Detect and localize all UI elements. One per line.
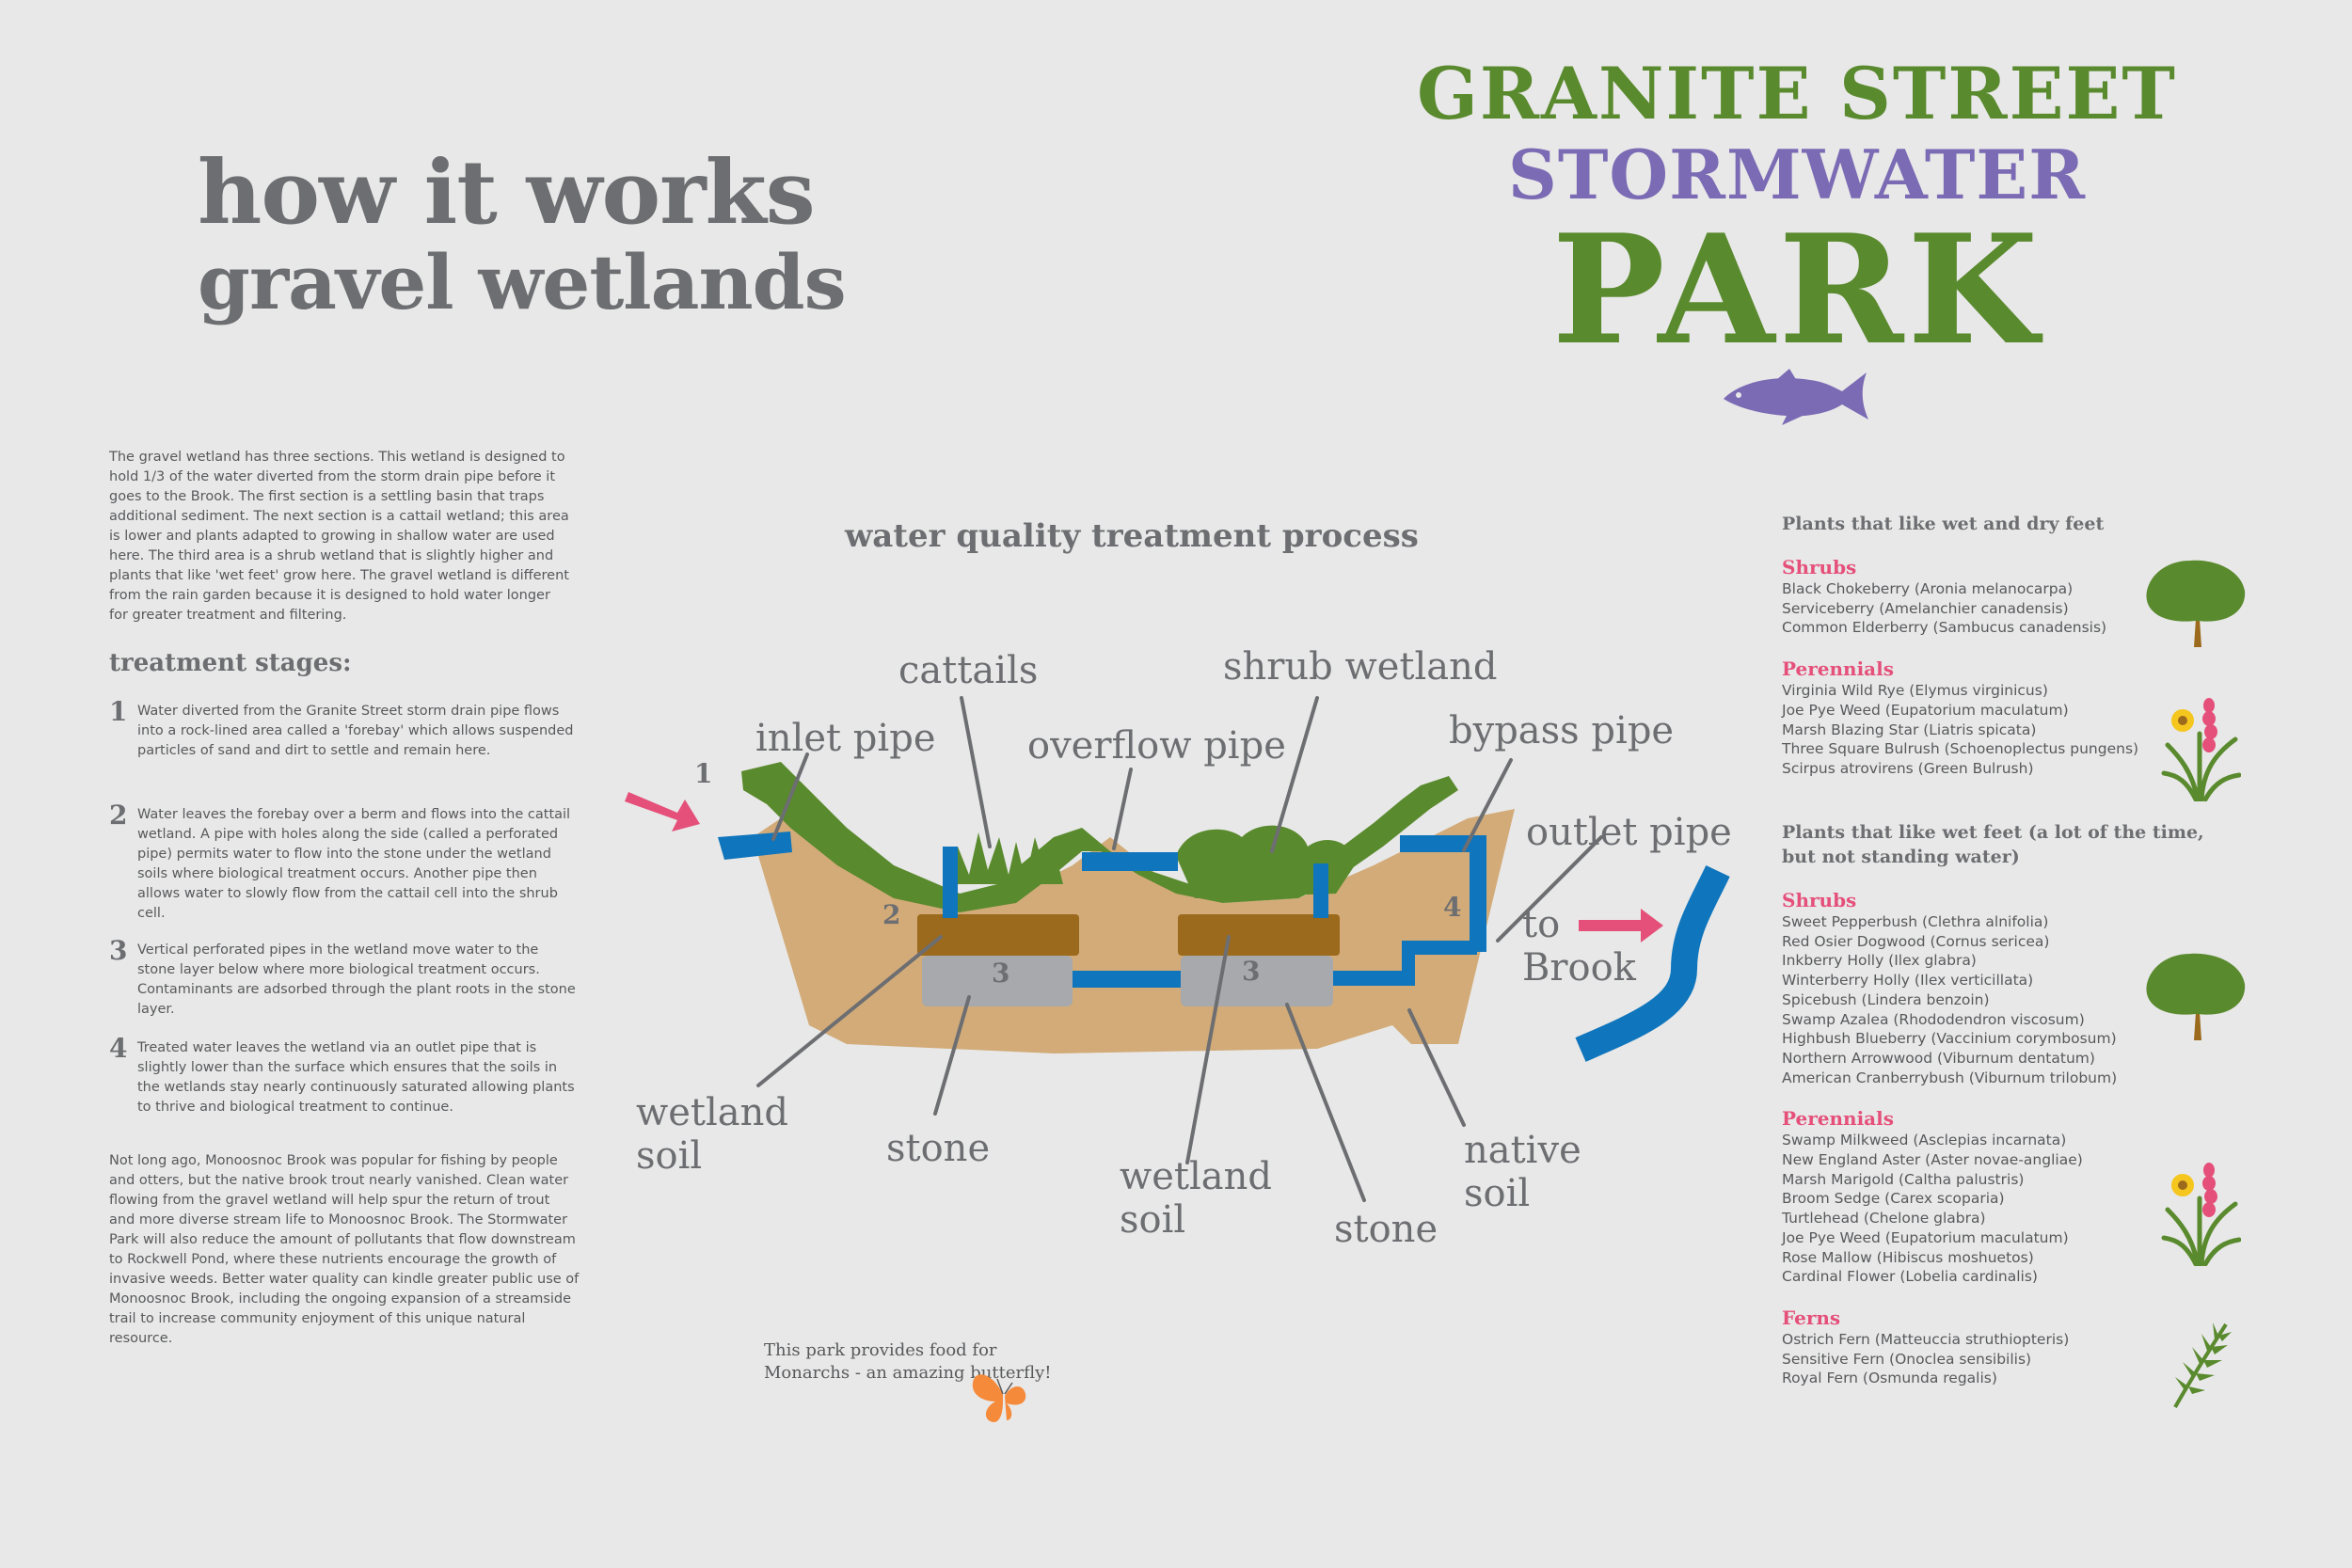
stone-cell-1: [922, 956, 1073, 1006]
plant-item: Marsh Blazing Star (Liatris spicata): [1782, 721, 2037, 738]
plants-wet-section: Plants that like wet feet (a lot of the …: [1782, 820, 2224, 1388]
diagram-number-3a: 3: [992, 958, 1010, 989]
plant-group-shrubs-wet: Shrubs Sweet Pepperbush (Clethra alnifol…: [1782, 888, 2224, 1087]
vertical-pipe-1: [943, 847, 958, 918]
plants-wet-dry-heading: Plants that like wet and dry feet: [1782, 514, 2105, 534]
stage-text: Treated water leaves the wetland via an …: [137, 1040, 575, 1115]
stage-text: Water diverted from the Granite Street s…: [137, 704, 574, 758]
label-outlet-pipe: outlet pipe: [1526, 811, 1732, 854]
plant-item: Winterberry Holly (Ilex verticillata): [1782, 972, 2034, 990]
plant-group-ferns-wet: Ferns Ostrich Fern (Matteuccia struthiop…: [1782, 1306, 2224, 1388]
inflow-arrow: [625, 792, 700, 832]
heading-gravel-wetlands: gravel wetlands: [198, 238, 847, 326]
title-granite-street: GRANITE STREET: [1416, 52, 2177, 135]
label-bypass-pipe: bypass pipe: [1449, 709, 1675, 752]
plant-group-perennials-dry: Perennials Virginia Wild Rye (Elymus vir…: [1782, 657, 2271, 779]
plant-item: Rose Mallow (Hibiscus moshuetos): [1782, 1248, 2034, 1266]
heading-how-it-works: how it works: [198, 141, 816, 245]
flower-icon: [2161, 1163, 2241, 1266]
cattail-cluster: [950, 832, 1063, 884]
trout-icon: [1724, 369, 1868, 425]
to-brook-arrow: [1579, 909, 1663, 942]
plant-item: Broom Sedge (Carex scoparia): [1782, 1190, 2005, 1208]
diagram-number-1: 1: [694, 758, 713, 789]
butterfly-icon: [972, 1374, 1026, 1422]
label-to-brook: to Brook: [1522, 903, 1636, 990]
plants-wet-dry-section: Plants that like wet and dry feet Shrubs…: [1782, 512, 2271, 779]
diagram-number-2: 2: [882, 899, 901, 930]
shrub-cluster: [1176, 825, 1355, 898]
plant-category: Perennials: [1782, 1107, 1894, 1131]
shrub-icon: [2146, 953, 2246, 1040]
stage-text: Vertical perforated pipes in the wetland…: [137, 942, 576, 1017]
plant-item: Royal Fern (Osmunda regalis): [1782, 1370, 1997, 1387]
leader-lines: [756, 696, 1603, 1202]
plant-item: Three Square Bulrush (Schoenoplectus pun…: [1782, 740, 2139, 758]
plant-item: Sensitive Fern (Onoclea sensibilis): [1782, 1350, 2032, 1368]
wetland-soil-cell-1: [917, 914, 1079, 956]
flower-icon: [2161, 698, 2241, 801]
treatment-stages-heading: treatment stages:: [109, 649, 352, 677]
outro-paragraph: Not long ago, Monoosnoc Brook was popula…: [109, 1153, 580, 1346]
connector-pipe: [1073, 971, 1181, 988]
stage-number: 2: [109, 800, 128, 831]
plant-item: Swamp Milkweed (Asclepias incarnata): [1782, 1132, 2067, 1149]
plant-category: Ferns: [1782, 1306, 1841, 1329]
label-wetland-soil-1: wetland soil: [636, 1091, 788, 1178]
plant-item: Virginia Wild Rye (Elymus virginicus): [1782, 682, 2048, 700]
plant-group-shrubs-dry: Shrubs Black Chokeberry (Aronia melanoca…: [1782, 555, 2271, 638]
stage-number: 1: [109, 696, 128, 727]
stage-number: 3: [109, 935, 128, 966]
label-native-soil: native soil: [1464, 1129, 1581, 1215]
plant-item: Swamp Azalea (Rhododendron viscosum): [1782, 1010, 2085, 1028]
plant-item: American Cranberrybush (Viburnum trilobu…: [1782, 1069, 2118, 1086]
label-cattails: cattails: [898, 649, 1039, 692]
plant-item: Inkberry Holly (Ilex glabra): [1782, 952, 1977, 970]
stage-text: Water leaves the forebay over a berm and…: [137, 807, 571, 921]
plant-item: Sweet Pepperbush (Clethra alnifolia): [1782, 913, 2049, 930]
plant-item: Spicebush (Lindera benzoin): [1782, 990, 1990, 1008]
vertical-pipe-2: [1313, 863, 1328, 918]
plants-wet-heading: Plants that like wet feet (a lot of the …: [1782, 822, 2204, 867]
shrub-icon: [2146, 560, 2246, 647]
plant-group-perennials-wet: Perennials Swamp Milkweed (Asclepias inc…: [1782, 1106, 2224, 1287]
label-stone-1: stone: [886, 1127, 991, 1170]
plant-category: Shrubs: [1782, 556, 1857, 578]
plant-item: Northern Arrowwood (Viburnum dentatum): [1782, 1049, 2095, 1067]
plant-item: Joe Pye Weed (Eupatorium maculatum): [1782, 701, 2069, 719]
stage-number: 4: [109, 1033, 128, 1064]
plant-item: Turtlehead (Chelone glabra): [1782, 1210, 1986, 1227]
plant-item: New England Aster (Aster novae-angliae): [1782, 1151, 2083, 1169]
plant-item: Black Chokeberry (Aronia melanocarpa): [1782, 580, 2074, 597]
label-shrub-wetland: shrub wetland: [1223, 645, 1498, 689]
label-overflow-pipe: overflow pipe: [1027, 724, 1286, 768]
title-park: PARK: [1551, 201, 2042, 378]
bypass-pipe: [1400, 835, 1486, 952]
plant-item: Ostrich Fern (Matteuccia struthiopteris): [1782, 1330, 2070, 1348]
plant-item: Joe Pye Weed (Eupatorium maculatum): [1782, 1228, 2069, 1246]
plant-category: Perennials: [1782, 657, 1894, 681]
diagram-heading: water quality treatment process: [845, 517, 1419, 555]
diagram-number-4: 4: [1443, 892, 1462, 923]
overflow-pipe: [1082, 852, 1178, 871]
plant-item: Cardinal Flower (Lobelia cardinalis): [1782, 1268, 2038, 1286]
wetland-soil-cell-2: [1178, 914, 1340, 956]
outlet-pipe: [1333, 941, 1477, 986]
label-wetland-soil-2: wetland soil: [1120, 1155, 1272, 1242]
plant-item: Highbush Blueberry (Vaccinium corymbosum…: [1782, 1030, 2117, 1048]
diagram-number-3b: 3: [1242, 956, 1261, 987]
label-inlet-pipe: inlet pipe: [755, 717, 936, 760]
plant-item: Scirpus atrovirens (Green Bulrush): [1782, 759, 2034, 777]
plant-item: Marsh Marigold (Caltha palustris): [1782, 1170, 2025, 1188]
fern-icon: [2173, 1323, 2232, 1408]
plant-item: Red Osier Dogwood (Cornus sericea): [1782, 932, 2050, 950]
title-stormwater: STORMWATER: [1507, 135, 2087, 214]
intro-paragraph: The gravel wetland has three sections. T…: [109, 450, 569, 623]
plant-item: Serviceberry (Amelanchier canadensis): [1782, 599, 2069, 617]
plant-category: Shrubs: [1782, 889, 1857, 911]
plant-item: Common Elderberry (Sambucus canadensis): [1782, 619, 2107, 637]
brook-stream: [1575, 865, 1730, 1062]
label-stone-2: stone: [1334, 1208, 1438, 1251]
